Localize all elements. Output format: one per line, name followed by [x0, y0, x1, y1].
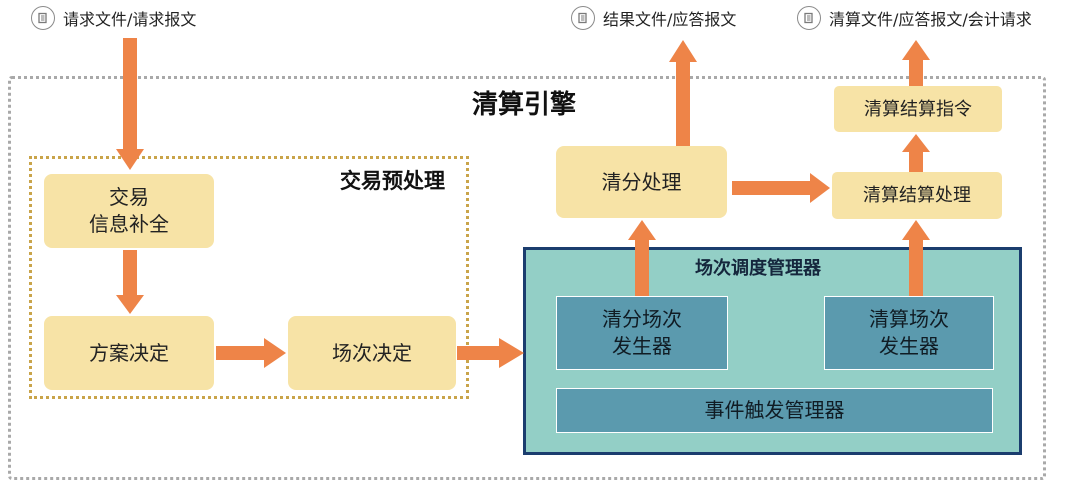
plan-decision-box: 方案决定 — [44, 316, 214, 390]
scheduler-title: 场次调度管理器 — [695, 258, 821, 279]
split-session-generator: 清分场次 发生器 — [556, 296, 728, 370]
arrow-split-to-result — [669, 40, 697, 146]
engine-title: 清算引擎 — [472, 90, 577, 120]
arrow-request-to-info — [116, 38, 144, 170]
arrow-settle-to-instruction — [902, 134, 930, 172]
output-settlement-label: 清算文件/应答报文/会计请求 — [829, 10, 1032, 29]
split-gen-line2: 发生器 — [612, 334, 672, 358]
preprocess-frame — [29, 156, 469, 399]
split-process-box: 清分处理 — [556, 146, 727, 218]
arrow-splitgen-to-split — [628, 220, 656, 296]
session-decision-label: 场次决定 — [332, 340, 412, 365]
settle-process-label: 清算结算处理 — [863, 185, 971, 206]
arrow-plan-to-session — [216, 338, 286, 368]
session-decision-box: 场次决定 — [288, 316, 456, 390]
output-settlement-doc: 清算文件/应答报文/会计请求 — [797, 6, 1032, 30]
event-trigger-manager: 事件触发管理器 — [556, 388, 993, 433]
engine-frame — [8, 76, 1046, 480]
settle-gen-line1: 清算场次 — [869, 307, 949, 331]
preprocess-title: 交易预处理 — [340, 169, 445, 193]
settle-instruction-label: 清算结算指令 — [864, 98, 972, 120]
arrow-session-to-scheduler — [457, 338, 524, 368]
arrow-info-to-plan — [116, 250, 144, 314]
split-process-label: 清分处理 — [601, 169, 682, 194]
info-complete-box: 交易 信息补全 — [44, 174, 214, 248]
input-request-label: 请求文件/请求报文 — [63, 10, 197, 29]
settle-session-generator: 清算场次 发生器 — [824, 296, 994, 370]
arrow-instruction-to-settlement — [902, 40, 930, 86]
settle-instruction-box: 清算结算指令 — [834, 86, 1002, 132]
arrow-split-to-settle — [732, 173, 830, 203]
input-request-doc: 请求文件/请求报文 — [31, 6, 196, 30]
settle-gen-line2: 发生器 — [879, 334, 939, 358]
arrow-settlegen-to-settle — [902, 220, 930, 296]
document-icon — [797, 6, 821, 30]
event-manager-label: 事件触发管理器 — [704, 398, 845, 422]
split-gen-line1: 清分场次 — [602, 307, 682, 331]
info-complete-line2: 信息补全 — [89, 212, 169, 236]
info-complete-line1: 交易 — [109, 185, 149, 209]
settle-process-box: 清算结算处理 — [832, 172, 1002, 219]
plan-decision-label: 方案决定 — [89, 340, 169, 365]
document-icon — [31, 6, 55, 30]
document-icon — [571, 6, 595, 30]
output-result-doc: 结果文件/应答报文 — [571, 6, 736, 30]
output-result-label: 结果文件/应答报文 — [603, 10, 737, 29]
